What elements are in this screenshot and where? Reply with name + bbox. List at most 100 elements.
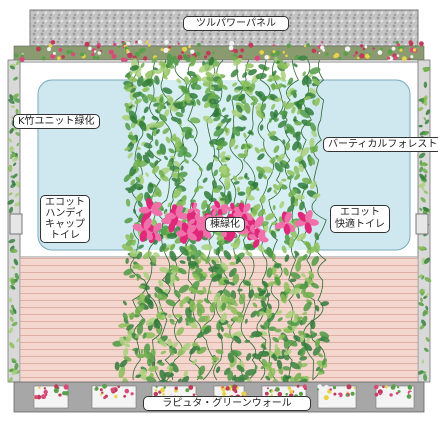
leaf xyxy=(272,184,280,191)
planter-flower xyxy=(270,393,273,397)
planter-flower xyxy=(410,55,414,59)
planter-flower xyxy=(306,43,310,47)
planter-flower xyxy=(92,55,97,60)
leaf xyxy=(9,316,14,323)
leaf xyxy=(261,300,267,309)
leaf xyxy=(9,368,14,372)
leaf xyxy=(424,119,430,125)
leaf xyxy=(231,133,235,139)
planter-flower xyxy=(412,48,417,52)
leaf xyxy=(208,56,215,66)
leaf xyxy=(259,148,267,152)
planter-flower xyxy=(57,388,63,394)
leaf xyxy=(190,199,196,203)
flower-petal xyxy=(175,230,187,237)
leaf xyxy=(287,320,296,327)
planter-flower xyxy=(14,53,19,58)
leaf xyxy=(191,254,195,260)
planter-flower xyxy=(332,386,337,390)
leaf xyxy=(141,141,146,146)
leaf xyxy=(305,241,312,251)
leaf xyxy=(220,326,224,332)
flower-petal xyxy=(257,229,266,239)
planter-flower xyxy=(333,54,337,59)
leaf xyxy=(289,287,301,295)
planter-flower xyxy=(296,384,300,388)
leaf xyxy=(419,207,423,211)
leaf xyxy=(11,179,16,186)
planter-flower xyxy=(66,45,69,48)
leaf xyxy=(11,370,18,376)
planter-flower xyxy=(379,392,382,396)
leaf xyxy=(271,103,276,110)
leaf xyxy=(299,283,309,290)
leaf xyxy=(155,109,160,114)
leaf xyxy=(123,83,132,90)
leaf xyxy=(197,185,204,189)
leaf xyxy=(185,307,192,319)
planter-flower xyxy=(108,49,114,55)
leaf xyxy=(195,267,203,273)
leaf xyxy=(151,115,159,121)
planter-flower xyxy=(333,392,337,396)
leaf xyxy=(277,62,288,70)
planter-flower xyxy=(62,391,67,396)
leaf xyxy=(191,342,198,347)
planter-flower xyxy=(282,51,286,54)
leaf xyxy=(296,233,307,242)
leaf xyxy=(141,368,148,374)
planter-flower xyxy=(111,53,117,59)
planter-flower xyxy=(192,393,196,397)
leaf xyxy=(138,244,144,249)
leaf xyxy=(217,332,224,340)
planter-flower xyxy=(43,387,47,390)
leaf xyxy=(269,267,273,274)
leaf xyxy=(8,327,14,334)
planter-flower xyxy=(325,52,329,56)
leaf xyxy=(147,150,154,159)
planter-flower xyxy=(113,42,117,47)
leaf xyxy=(141,78,152,87)
leaf xyxy=(170,362,179,373)
planter-flower xyxy=(163,386,166,389)
leaf xyxy=(9,65,16,70)
leaf xyxy=(189,300,196,312)
leaf xyxy=(155,128,160,135)
leaf xyxy=(298,101,305,105)
leaf xyxy=(254,365,258,371)
leaf xyxy=(154,318,161,329)
leaf xyxy=(8,138,13,143)
leaf xyxy=(309,122,317,132)
leaf xyxy=(239,374,250,381)
leaf xyxy=(422,168,428,174)
leaf xyxy=(222,289,232,298)
planter-flower xyxy=(92,385,96,389)
leaf xyxy=(167,202,172,208)
leaf xyxy=(155,337,163,342)
leaf xyxy=(160,350,167,355)
leaf xyxy=(189,244,198,253)
leaf xyxy=(294,121,302,126)
leaf xyxy=(424,174,427,178)
leaf xyxy=(148,365,159,372)
leaf xyxy=(209,103,220,109)
leaf xyxy=(213,248,217,254)
leaf xyxy=(180,165,184,171)
leaf xyxy=(233,89,240,93)
leaf xyxy=(145,172,149,178)
leaf xyxy=(264,292,271,298)
leaf xyxy=(151,165,160,174)
leaf xyxy=(244,243,256,251)
building-greening-flowers xyxy=(132,197,319,249)
leaf xyxy=(317,353,324,358)
leaf xyxy=(294,252,299,259)
planter-flower xyxy=(338,56,342,61)
leaf xyxy=(422,131,430,136)
leaf xyxy=(277,355,285,360)
leaf xyxy=(269,135,279,142)
leaf xyxy=(8,206,14,214)
flower-petal xyxy=(146,197,154,210)
leaf xyxy=(302,291,315,299)
leaf xyxy=(232,316,244,323)
